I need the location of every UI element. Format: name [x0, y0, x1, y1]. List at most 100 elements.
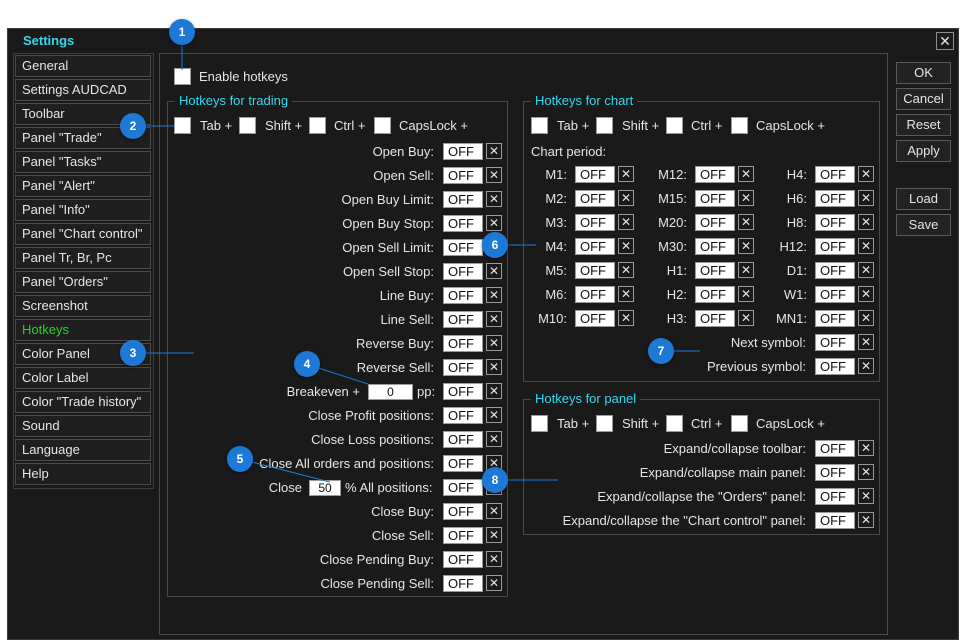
- nav-item-panel-tasks[interactable]: Panel "Tasks": [15, 151, 151, 173]
- panel-ctrl-checkbox[interactable]: [666, 415, 683, 432]
- clear-icon[interactable]: ✕: [858, 440, 874, 456]
- clear-icon[interactable]: ✕: [486, 215, 502, 231]
- nav-item-help[interactable]: Help: [15, 463, 151, 485]
- trading-tab-checkbox[interactable]: [174, 117, 191, 134]
- load-button[interactable]: Load: [896, 188, 951, 210]
- clear-icon[interactable]: ✕: [618, 262, 634, 278]
- clear-icon[interactable]: ✕: [486, 263, 502, 279]
- nav-item-screenshot[interactable]: Screenshot: [15, 295, 151, 317]
- trading-ctrl-checkbox[interactable]: [309, 117, 326, 134]
- period-off-w1[interactable]: OFF: [815, 286, 855, 303]
- clear-icon[interactable]: ✕: [858, 464, 874, 480]
- reset-button[interactable]: Reset: [896, 114, 951, 136]
- clear-icon[interactable]: ✕: [858, 488, 874, 504]
- nav-item-panel-alert[interactable]: Panel "Alert": [15, 175, 151, 197]
- chart-capslock-checkbox[interactable]: [731, 117, 748, 134]
- hotkey-off-line-buy[interactable]: OFF: [443, 287, 483, 304]
- period-off-h6[interactable]: OFF: [815, 190, 855, 207]
- period-off-m3[interactable]: OFF: [575, 214, 615, 231]
- clear-icon[interactable]: ✕: [486, 287, 502, 303]
- period-off-m2[interactable]: OFF: [575, 190, 615, 207]
- chart-ctrl-checkbox[interactable]: [666, 117, 683, 134]
- chart-tab-checkbox[interactable]: [531, 117, 548, 134]
- clear-icon[interactable]: ✕: [486, 407, 502, 423]
- panel-capslock-checkbox[interactable]: [731, 415, 748, 432]
- nav-item-language[interactable]: Language: [15, 439, 151, 461]
- period-off-m10[interactable]: OFF: [575, 310, 615, 327]
- hotkey-off-close-sell[interactable]: OFF: [443, 527, 483, 544]
- clear-icon[interactable]: ✕: [738, 238, 754, 254]
- hotkey-off-close-profit-positions[interactable]: OFF: [443, 407, 483, 424]
- hotkey-off-open-buy[interactable]: OFF: [443, 143, 483, 160]
- nav-item-toolbar[interactable]: Toolbar: [15, 103, 151, 125]
- nav-item-general[interactable]: General: [15, 55, 151, 77]
- cancel-button[interactable]: Cancel: [896, 88, 951, 110]
- clear-icon[interactable]: ✕: [858, 166, 874, 182]
- clear-icon[interactable]: ✕: [738, 166, 754, 182]
- close-percent-input[interactable]: 50: [309, 480, 341, 496]
- nav-item-hotkeys[interactable]: Hotkeys: [15, 319, 151, 341]
- hotkey-off-open-sell-limit[interactable]: OFF: [443, 239, 483, 256]
- clear-icon[interactable]: ✕: [858, 190, 874, 206]
- clear-icon[interactable]: ✕: [486, 167, 502, 183]
- nav-item-settings-audcad[interactable]: Settings AUDCAD: [15, 79, 151, 101]
- close-icon[interactable]: ✕: [936, 32, 954, 50]
- hotkey-off-close-loss-positions[interactable]: OFF: [443, 431, 483, 448]
- clear-icon[interactable]: ✕: [738, 262, 754, 278]
- clear-icon[interactable]: ✕: [858, 310, 874, 326]
- period-off-m5[interactable]: OFF: [575, 262, 615, 279]
- period-off-h8[interactable]: OFF: [815, 214, 855, 231]
- clear-icon[interactable]: ✕: [486, 575, 502, 591]
- clear-icon[interactable]: ✕: [858, 262, 874, 278]
- hotkey-off-open-sell-stop[interactable]: OFF: [443, 263, 483, 280]
- clear-icon[interactable]: ✕: [858, 238, 874, 254]
- nav-item-color-trade-history[interactable]: Color "Trade history": [15, 391, 151, 413]
- nav-item-panel-trade[interactable]: Panel "Trade": [15, 127, 151, 149]
- clear-icon[interactable]: ✕: [618, 214, 634, 230]
- period-off-mn1[interactable]: OFF: [815, 310, 855, 327]
- nav-item-color-label[interactable]: Color Label: [15, 367, 151, 389]
- hotkey-off-close-buy[interactable]: OFF: [443, 503, 483, 520]
- nav-item-panel-chart-control[interactable]: Panel "Chart control": [15, 223, 151, 245]
- nav-item-sound[interactable]: Sound: [15, 415, 151, 437]
- clear-icon[interactable]: ✕: [486, 431, 502, 447]
- clear-icon[interactable]: ✕: [486, 503, 502, 519]
- clear-icon[interactable]: ✕: [486, 359, 502, 375]
- apply-button[interactable]: Apply: [896, 140, 951, 162]
- next-symbol-off[interactable]: OFF: [815, 334, 855, 351]
- clear-icon[interactable]: ✕: [486, 527, 502, 543]
- panel-off-expand-collapse-the-chart-control-panel[interactable]: OFF: [815, 512, 855, 529]
- clear-icon[interactable]: ✕: [738, 286, 754, 302]
- period-off-h12[interactable]: OFF: [815, 238, 855, 255]
- period-off-m20[interactable]: OFF: [695, 214, 735, 231]
- clear-icon[interactable]: ✕: [858, 334, 874, 350]
- period-off-m15[interactable]: OFF: [695, 190, 735, 207]
- panel-tab-checkbox[interactable]: [531, 415, 548, 432]
- period-off-h2[interactable]: OFF: [695, 286, 735, 303]
- period-off-m30[interactable]: OFF: [695, 238, 735, 255]
- hotkey-off-close-pending-sell[interactable]: OFF: [443, 575, 483, 592]
- trading-shift-checkbox[interactable]: [239, 117, 256, 134]
- hotkey-off-open-buy-limit[interactable]: OFF: [443, 191, 483, 208]
- clear-icon[interactable]: ✕: [618, 190, 634, 206]
- hotkey-off-open-sell[interactable]: OFF: [443, 167, 483, 184]
- ok-button[interactable]: OK: [896, 62, 951, 84]
- clear-icon[interactable]: ✕: [858, 214, 874, 230]
- panel-off-expand-collapse-toolbar[interactable]: OFF: [815, 440, 855, 457]
- clear-icon[interactable]: ✕: [738, 310, 754, 326]
- prev-symbol-off[interactable]: OFF: [815, 358, 855, 375]
- period-off-h4[interactable]: OFF: [815, 166, 855, 183]
- hotkey-off-close-pending-buy[interactable]: OFF: [443, 551, 483, 568]
- period-off-h1[interactable]: OFF: [695, 262, 735, 279]
- clear-icon[interactable]: ✕: [486, 383, 502, 399]
- chart-shift-checkbox[interactable]: [596, 117, 613, 134]
- clear-icon[interactable]: ✕: [858, 358, 874, 374]
- clear-icon[interactable]: ✕: [618, 166, 634, 182]
- hotkey-off-open-buy-stop[interactable]: OFF: [443, 215, 483, 232]
- panel-off-expand-collapse-main-panel[interactable]: OFF: [815, 464, 855, 481]
- hotkey-off-reverse-buy[interactable]: OFF: [443, 335, 483, 352]
- hotkey-off-close[interactable]: OFF: [443, 479, 483, 496]
- period-off-m1[interactable]: OFF: [575, 166, 615, 183]
- period-off-m6[interactable]: OFF: [575, 286, 615, 303]
- hotkey-off-reverse-sell[interactable]: OFF: [443, 359, 483, 376]
